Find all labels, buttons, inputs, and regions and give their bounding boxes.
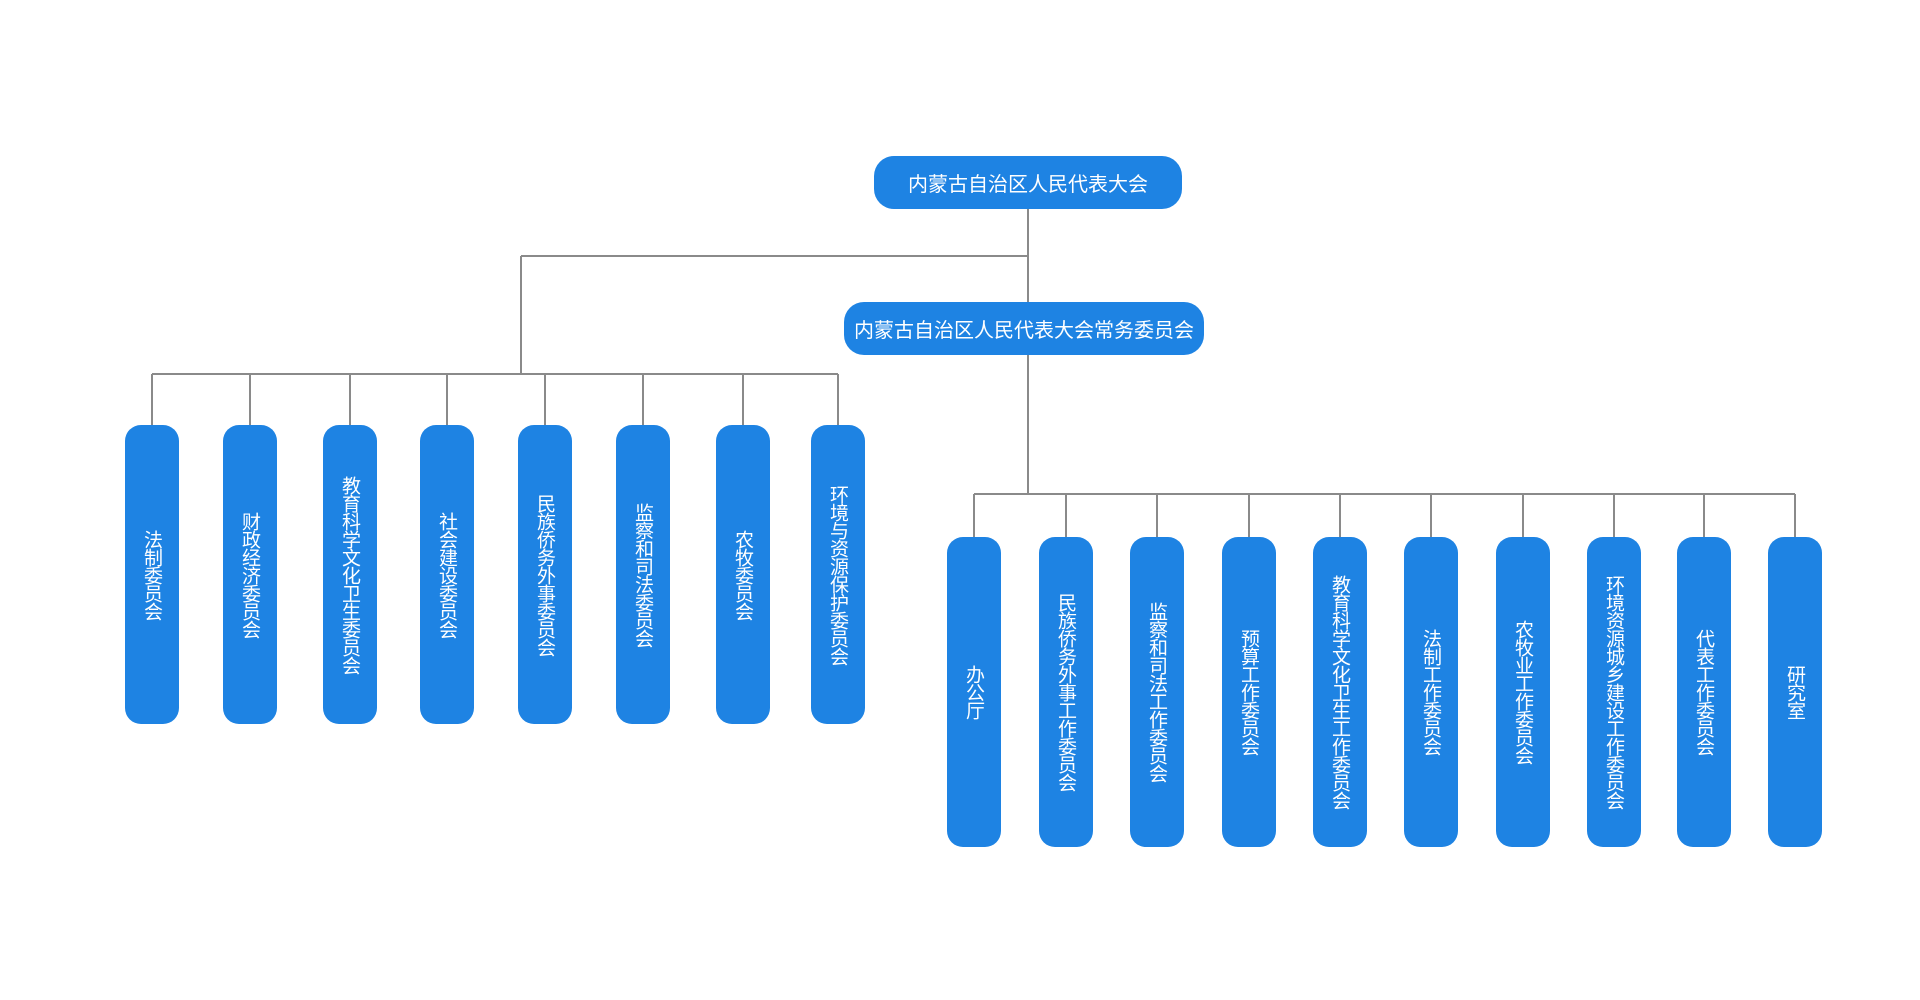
special-committee-label: 环境与资源保护委员会 — [827, 484, 849, 665]
working-body-node: 环境资源城乡建设工作委员会 — [1587, 537, 1641, 847]
working-body-label: 监察和司法工作委员会 — [1146, 602, 1168, 782]
working-body-node: 办公厅 — [947, 537, 1001, 847]
working-body-node: 监察和司法工作委员会 — [1130, 537, 1184, 847]
working-body-node: 民族侨务外事工作委员会 — [1039, 537, 1093, 847]
working-body-node: 农牧业工作委员会 — [1496, 537, 1550, 847]
working-body-label: 办公厅 — [963, 665, 985, 719]
working-body-label: 教育科学文化卫生工作委员会 — [1329, 575, 1351, 809]
working-body-label: 环境资源城乡建设工作委员会 — [1603, 575, 1625, 809]
standing-committee-node: 内蒙古自治区人民代表大会常务委员会 — [844, 302, 1204, 355]
special-committee-node: 社会建设委员会 — [420, 425, 474, 724]
special-committee-label: 财政经济委员会 — [239, 511, 261, 638]
special-committee-node: 环境与资源保护委员会 — [811, 425, 865, 724]
working-body-label: 预算工作委员会 — [1238, 629, 1260, 755]
special-committee-node: 法制委员会 — [125, 425, 179, 724]
working-body-label: 民族侨务外事工作委员会 — [1055, 593, 1077, 791]
root-node-peoples-congress: 内蒙古自治区人民代表大会 — [874, 156, 1182, 209]
special-committee-node: 财政经济委员会 — [223, 425, 277, 724]
working-body-node: 研究室 — [1768, 537, 1822, 847]
standing-committee-label: 内蒙古自治区人民代表大会常务委员会 — [854, 318, 1194, 342]
special-committee-label: 监察和司法委员会 — [632, 502, 654, 647]
special-committee-label: 农牧委员会 — [732, 529, 754, 620]
working-body-node: 预算工作委员会 — [1222, 537, 1276, 847]
special-committee-node: 监察和司法委员会 — [616, 425, 670, 724]
special-committee-label: 教育科学文化卫生委员会 — [339, 475, 361, 674]
root-node-label: 内蒙古自治区人民代表大会 — [908, 172, 1148, 196]
working-body-label: 农牧业工作委员会 — [1512, 620, 1534, 764]
special-committee-label: 民族侨务外事委员会 — [534, 493, 556, 656]
working-body-label: 研究室 — [1784, 665, 1806, 719]
working-body-label: 法制工作委员会 — [1420, 629, 1442, 755]
working-body-node: 教育科学文化卫生工作委员会 — [1313, 537, 1367, 847]
special-committee-node: 教育科学文化卫生委员会 — [323, 425, 377, 724]
special-committee-label: 法制委员会 — [141, 529, 163, 620]
special-committee-node: 民族侨务外事委员会 — [518, 425, 572, 724]
special-committee-node: 农牧委员会 — [716, 425, 770, 724]
working-body-label: 代表工作委员会 — [1693, 629, 1715, 755]
working-body-node: 法制工作委员会 — [1404, 537, 1458, 847]
working-body-node: 代表工作委员会 — [1677, 537, 1731, 847]
special-committee-label: 社会建设委员会 — [436, 511, 458, 638]
